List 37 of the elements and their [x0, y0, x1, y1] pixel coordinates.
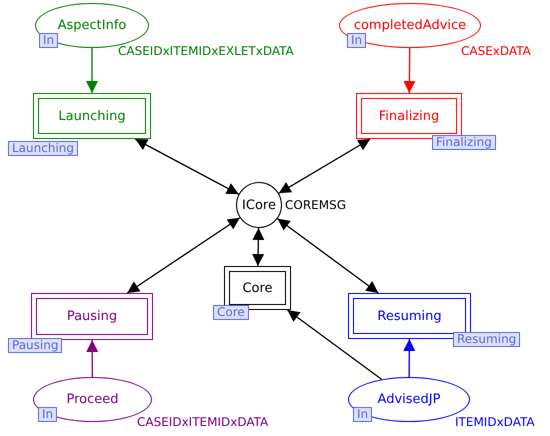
arc-arrow: [126, 217, 240, 294]
place-name: AspectInfo: [58, 18, 126, 33]
place-name: completedAdvice: [354, 18, 466, 33]
arc-arrow: [277, 218, 379, 294]
arc-arrow: [252, 228, 264, 266]
tag-label: In: [38, 407, 58, 422]
tag-label: Finalizing: [432, 135, 496, 150]
arc-arrow: [278, 138, 371, 194]
place-name: Proceed: [66, 392, 119, 407]
tag-label: Resuming: [453, 332, 520, 347]
transition-name: Resuming: [377, 308, 442, 324]
transition-name: Pausing: [66, 309, 118, 324]
color-set-label: CASExDATA: [461, 44, 531, 58]
arc-arrow: [134, 138, 240, 195]
tag-label: Core: [213, 305, 249, 320]
tag-label: In: [347, 33, 366, 48]
tag-label: Pausing: [8, 338, 62, 353]
substitution-transition: [31, 293, 153, 340]
arc-arrow: [86, 340, 98, 377]
substitution-transition: [33, 93, 151, 139]
color-set-label: CASEIDxITEMIDxEXLETxDATA: [118, 44, 294, 58]
transition-name: Finalizing: [378, 108, 440, 124]
arc-arrow: [403, 48, 416, 93]
place-name: AdvisedJP: [378, 392, 440, 407]
place-name: ICore: [242, 198, 276, 212]
place-circle: [236, 182, 282, 228]
tag-label: In: [353, 407, 372, 422]
tag-label: Launching: [8, 141, 78, 156]
arc-arrow: [403, 339, 416, 377]
arc-arrow: [86, 48, 98, 93]
transition-name: Core: [242, 280, 273, 296]
transition-name: Launching: [58, 108, 126, 124]
color-set-label: CASEIDxITEMIDxDATA: [137, 415, 268, 429]
arc-arrow: [287, 309, 382, 380]
tag-label: In: [39, 33, 58, 48]
color-set-label: ITEMIDxDATA: [455, 415, 535, 429]
color-set-label: COREMSG: [285, 198, 346, 212]
